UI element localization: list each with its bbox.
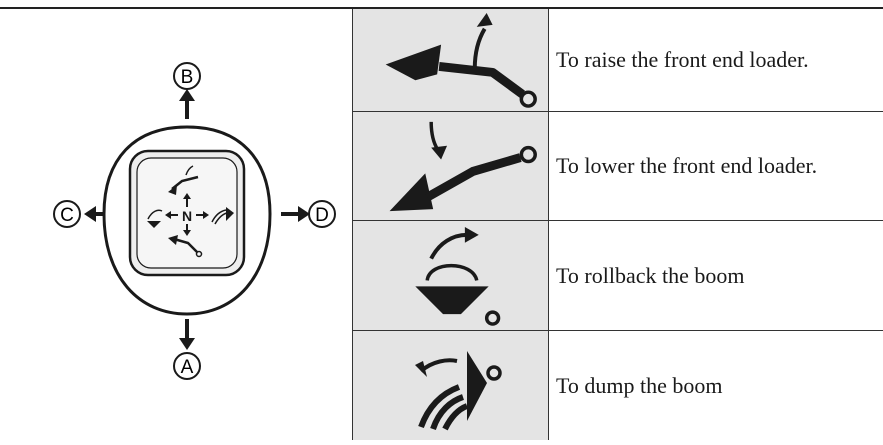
label-b: B [181,67,194,88]
joystick-diagram: B A C D [0,9,352,440]
table-row: To rollback the boom [353,221,883,331]
label-a: A [181,357,194,378]
mini-boom-raise-icon [168,165,199,195]
arrow-up-icon [179,89,195,101]
boom-raise-icon [385,12,537,108]
arrow-down-icon [179,338,195,350]
label-d: D [315,205,329,226]
neutral-cross: N [165,193,209,236]
function-description: To dump the boom [556,372,723,398]
icon-cell [353,112,549,220]
bucket-dump-icon [415,351,502,431]
direction-a: A [173,319,201,380]
function-description: To rollback the boom [556,262,745,288]
label-c: C [60,205,74,226]
joystick-svg: B A C D [53,62,336,380]
joystick-knob: N [102,125,272,316]
boom-lower-icon [389,121,537,212]
table-row: To lower the front end loader. [353,112,883,221]
icon-cell [353,221,549,330]
neutral-label: N [182,208,192,224]
function-description: To raise the front end loader. [556,47,809,72]
function-table: To raise the front end loader. To lower … [352,9,883,440]
table-row: To raise the front end loader. [353,9,883,112]
mini-boom-lower-icon [168,235,203,258]
direction-b: B [173,62,201,119]
mini-bucket-rollback-icon [147,209,163,228]
top-rule [0,7,883,9]
arrow-right-icon [298,206,310,222]
bucket-rollback-icon [415,226,501,326]
function-description: To lower the front end loader. [556,153,818,178]
mini-bucket-dump-icon [211,207,234,225]
icon-cell [353,331,549,440]
direction-d: D [281,200,336,228]
icon-cell [353,9,549,111]
arrow-left-icon [84,206,96,222]
table-row: To dump the boom [353,331,883,440]
